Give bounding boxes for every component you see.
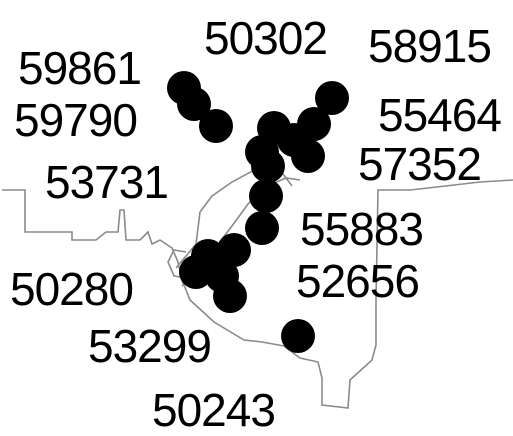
label-58915: 58915 (368, 20, 491, 72)
location-marker (199, 109, 233, 143)
label-55883: 55883 (300, 203, 423, 255)
location-marker (213, 279, 247, 313)
label-50243: 50243 (152, 384, 275, 436)
label-55464: 55464 (378, 89, 501, 141)
location-marker (217, 233, 251, 267)
location-marker (245, 211, 279, 245)
marker-layer (167, 71, 349, 353)
label-50280: 50280 (10, 263, 133, 315)
label-57352: 57352 (358, 138, 481, 190)
location-marker (291, 139, 325, 173)
location-marker (179, 255, 213, 289)
label-52656: 52656 (296, 255, 419, 307)
location-marker (251, 149, 285, 183)
label-59790: 59790 (14, 94, 137, 146)
outer-boundary (2, 179, 513, 409)
location-marker (249, 179, 283, 213)
label-53731: 53731 (45, 156, 168, 208)
label-50302: 50302 (204, 12, 327, 64)
label-59861: 59861 (18, 42, 141, 94)
location-marker (281, 319, 315, 353)
label-layer: 50302 58915 59861 59790 55464 57352 5373… (10, 12, 502, 436)
inner-loop (167, 249, 189, 279)
label-53299: 53299 (88, 320, 211, 372)
location-marker (177, 87, 211, 121)
location-marker (315, 81, 349, 115)
